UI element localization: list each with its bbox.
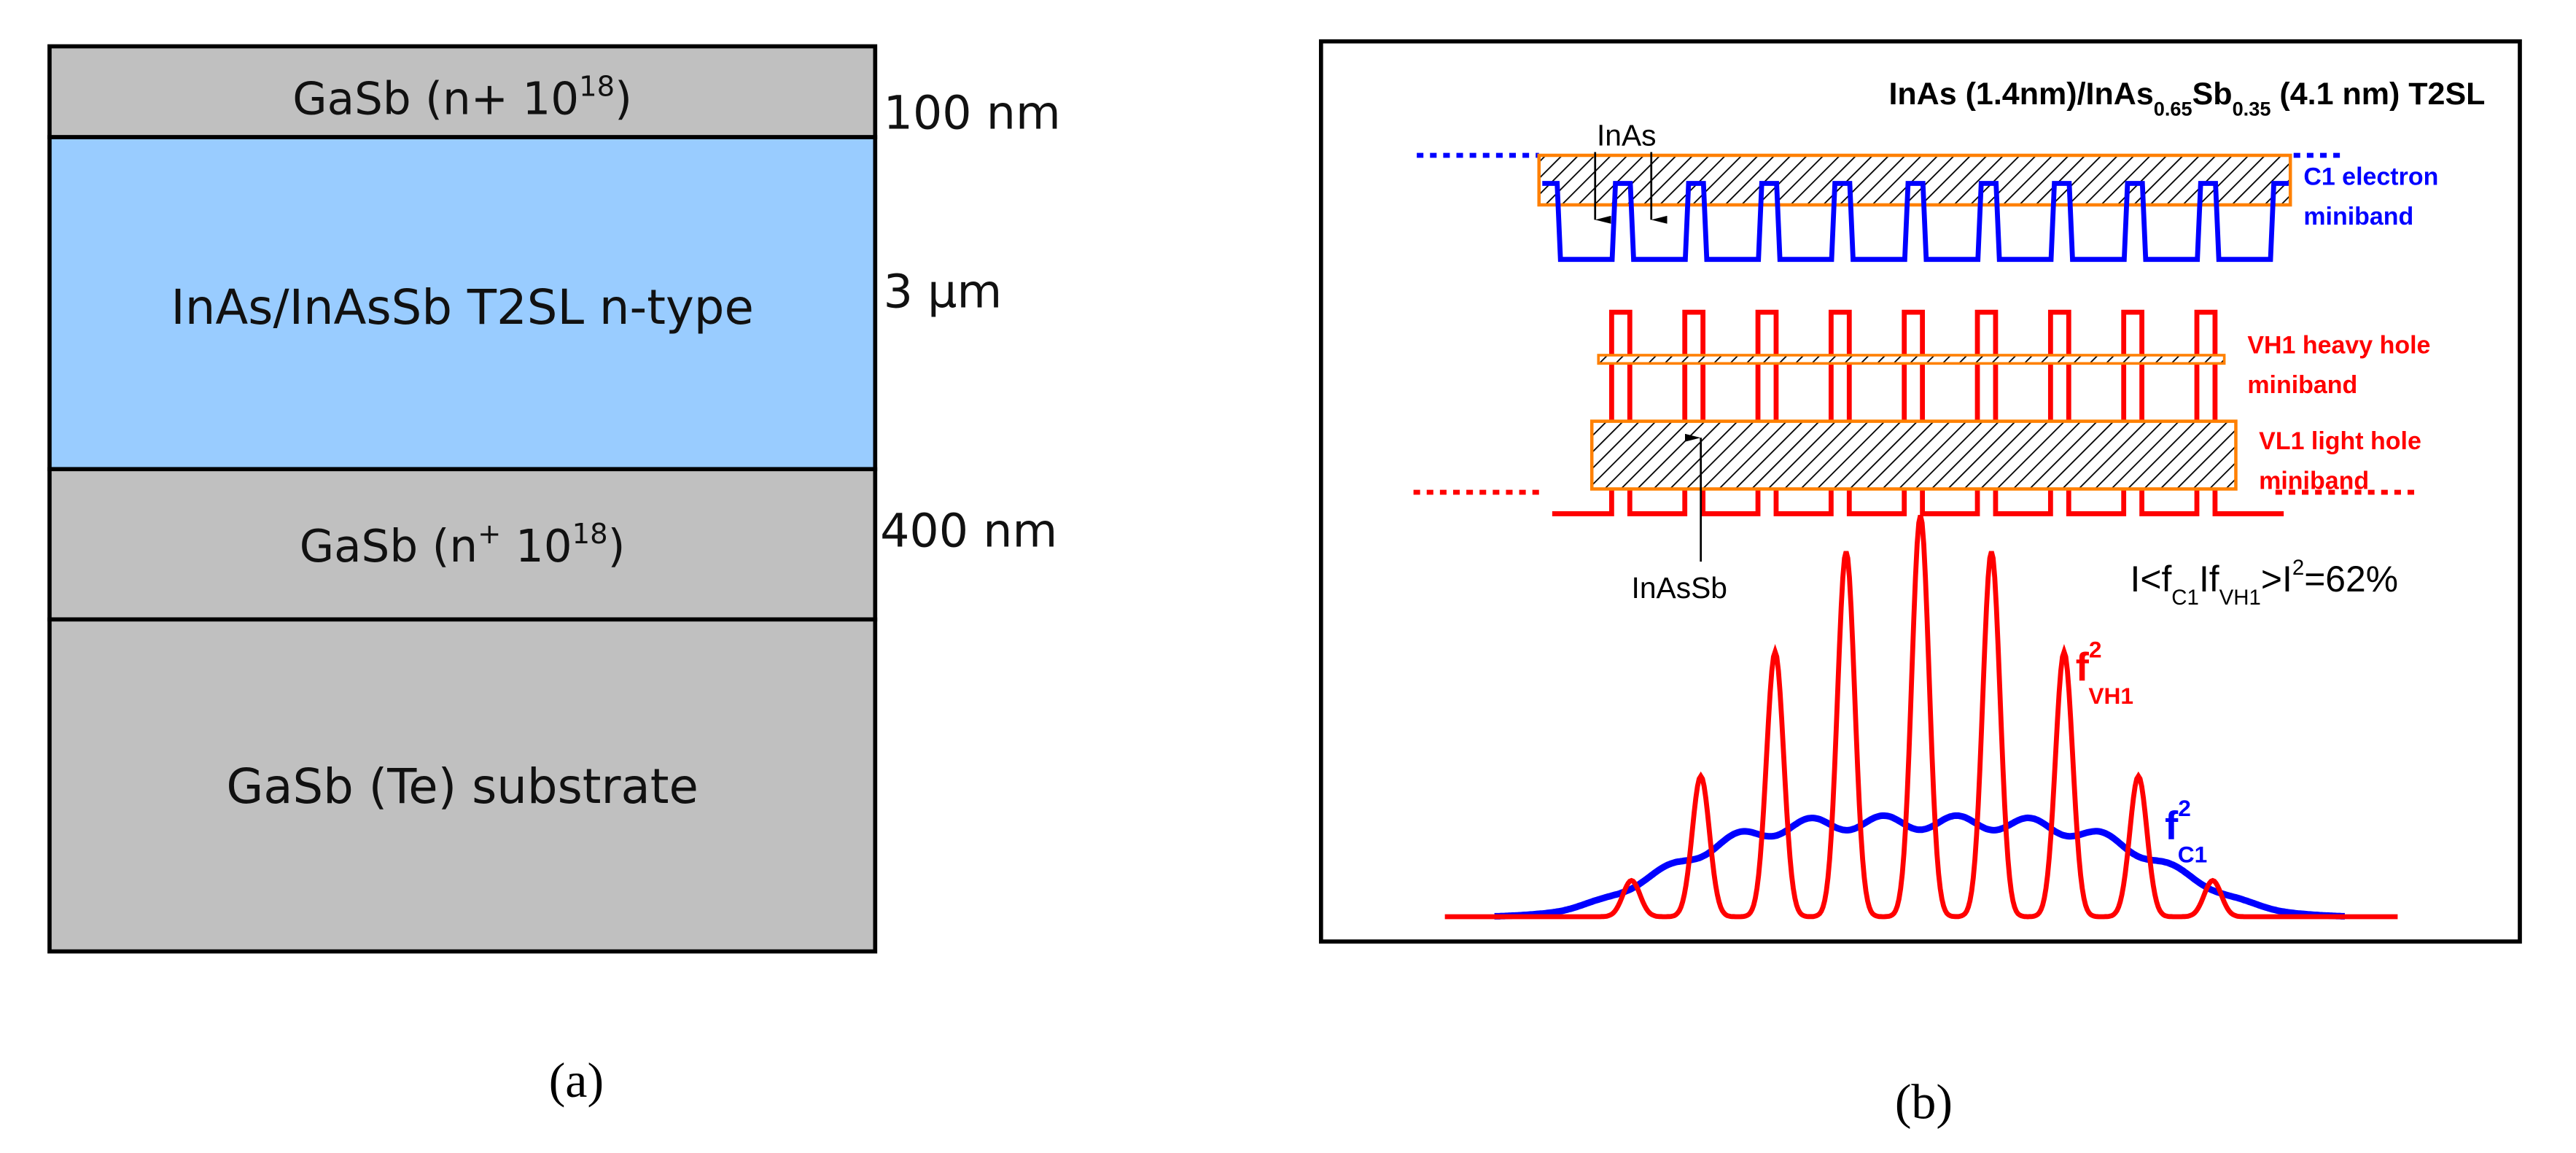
layer-t2sl (47, 135, 878, 472)
overlap-formula: I<fC1IfVH1>I2=62% (2131, 556, 2398, 610)
c1-label: C1 electron (2303, 163, 2438, 191)
caption-a: (a) (549, 1052, 604, 1108)
thickness-400nm: 400 nm (880, 504, 1057, 558)
layer-substrate (47, 617, 878, 954)
f2-vh1-curve (1444, 514, 2398, 920)
layer-gasb-top-label: GaSb (n+ 1018) (292, 70, 632, 125)
wavefunction-plot (1444, 514, 2398, 920)
layer-gasb-top (47, 44, 878, 139)
thickness-3um: 3 µm (884, 264, 1003, 318)
panel-b-band-diagram: InAs (1.4nm)/InAs0.65Sb0.35 (4.1 nm) T2S… (1318, 39, 2522, 944)
valence-band-profile (1413, 309, 2418, 516)
c1-miniband (1537, 153, 2292, 207)
thickness-100nm: 100 nm (884, 86, 1061, 140)
panel-b-title: InAs (1.4nm)/InAs0.65Sb0.35 (4.1 nm) T2S… (1888, 77, 2485, 120)
layer-substrate-label: GaSb (Te) substrate (226, 759, 699, 815)
inassb-label: InAsSb (1632, 571, 1727, 605)
inas-label: InAs (1597, 118, 1657, 152)
layer-gasb-bottom (47, 467, 878, 622)
vl1-label: VL1 light hole (2259, 427, 2421, 455)
vl1-label-2: miniband (2259, 467, 2369, 494)
vh1-miniband (1597, 354, 2226, 365)
vh1-label-2: miniband (2247, 371, 2357, 399)
c1-label-2: miniband (2303, 203, 2413, 230)
panel-a-layer-stack: GaSb (n+ 1018) InAs/InAsSb T2SL n-type G… (47, 44, 1061, 954)
vh1-label: VH1 heavy hole (2247, 332, 2430, 360)
caption-b: (b) (1895, 1074, 1953, 1129)
vl1-miniband (1589, 419, 2238, 491)
layer-gasb-bottom-label: GaSb (n+ 1018) (300, 518, 626, 572)
conduction-band-profile (1417, 152, 2345, 263)
layer-t2sl-label: InAs/InAsSb T2SL n-type (171, 280, 754, 335)
